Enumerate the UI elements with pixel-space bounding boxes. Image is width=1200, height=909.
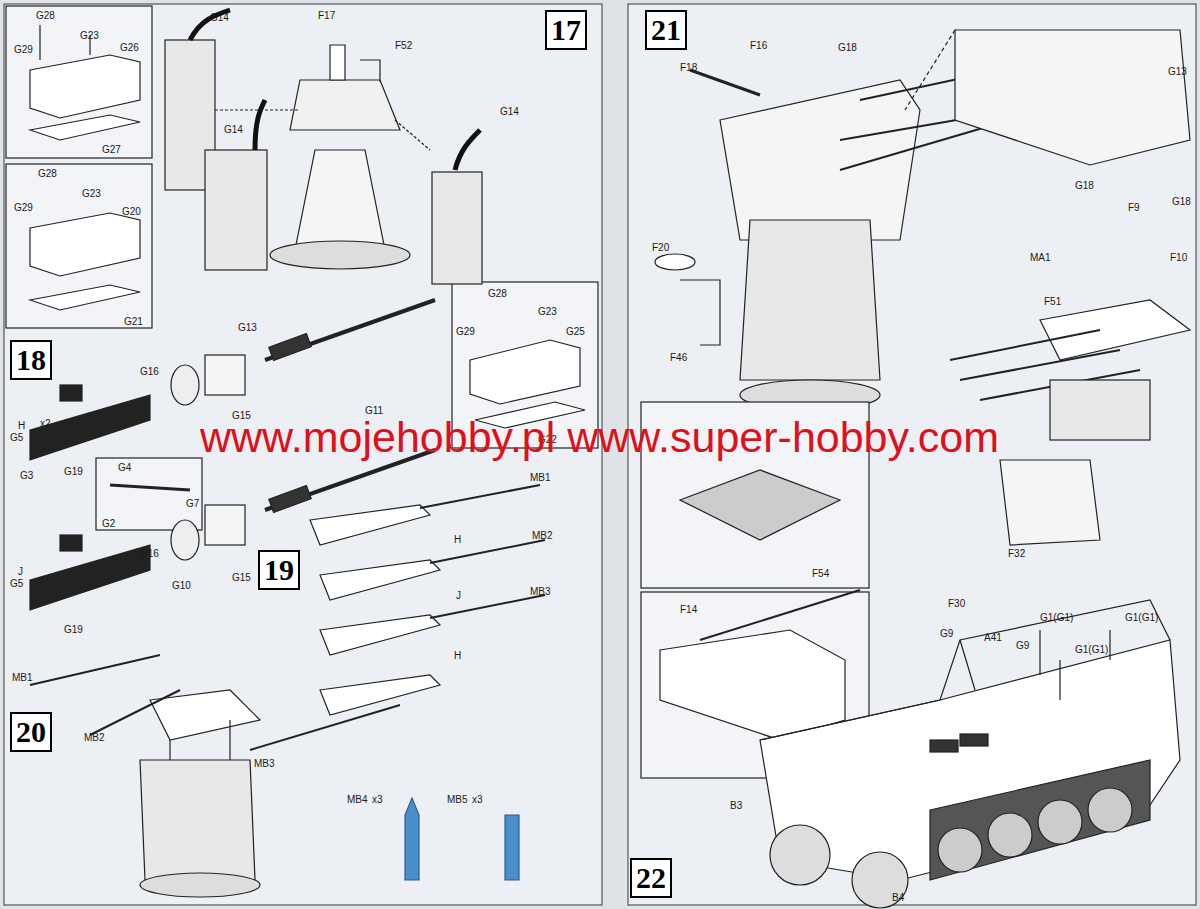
- part-label: G5: [10, 432, 23, 443]
- step-number-box: 21: [645, 10, 687, 50]
- step-number-box: 17: [545, 10, 587, 50]
- part-label: G14: [500, 106, 519, 117]
- step-number-box: 20: [10, 712, 52, 752]
- part-label: G28: [488, 288, 507, 299]
- part-label: G28: [36, 10, 55, 21]
- part-label: H: [454, 650, 461, 661]
- part-label: B4: [892, 892, 904, 903]
- part-label: G1(G1): [1075, 644, 1108, 655]
- part-label: F30: [948, 598, 965, 609]
- part-label: G15: [232, 572, 251, 583]
- part-label: F52: [395, 40, 412, 51]
- part-label: G26: [120, 42, 139, 53]
- part-label: G21: [124, 316, 143, 327]
- part-label: J: [18, 566, 23, 577]
- part-label: x3: [472, 794, 483, 805]
- part-label: x2: [40, 418, 51, 429]
- part-label: G9: [940, 628, 953, 639]
- step-number-box: 18: [10, 340, 52, 380]
- part-label: G5: [10, 578, 23, 589]
- part-label: J: [456, 590, 461, 601]
- part-label: G1(G1): [1125, 612, 1158, 623]
- part-label: G20: [122, 206, 141, 217]
- part-label: F18: [680, 62, 697, 73]
- step-number-box: 19: [258, 550, 300, 590]
- step-number: 18: [16, 345, 46, 375]
- part-label: G27: [102, 144, 121, 155]
- part-label: F51: [1044, 296, 1061, 307]
- part-label: F17: [318, 10, 335, 21]
- part-label: MB3: [530, 586, 551, 597]
- step-number: 20: [16, 717, 46, 747]
- part-label: G25: [566, 326, 585, 337]
- part-label: MB3: [254, 758, 275, 769]
- part-label: H: [454, 534, 461, 545]
- part-label: F46: [670, 352, 687, 363]
- part-label: F32: [1008, 548, 1025, 559]
- part-label: MB5: [447, 794, 468, 805]
- part-label: G16: [140, 548, 159, 559]
- part-label: F9: [1128, 202, 1140, 213]
- part-label: G19: [64, 466, 83, 477]
- part-label: G2: [102, 518, 115, 529]
- part-label: F10: [1170, 252, 1187, 263]
- part-label: G4: [118, 462, 131, 473]
- part-label: G28: [38, 168, 57, 179]
- part-label: x3: [372, 794, 383, 805]
- part-label: G1(G1): [1040, 612, 1073, 623]
- part-label: G18: [838, 42, 857, 53]
- step-number: 22: [636, 863, 666, 893]
- watermark: www.mojehobby.pl www.super-hobby.com: [200, 414, 999, 461]
- part-label: F54: [812, 568, 829, 579]
- part-label: G14: [210, 12, 229, 23]
- part-label: G29: [14, 44, 33, 55]
- part-label: G3: [20, 470, 33, 481]
- step-number: 19: [264, 555, 294, 585]
- part-label: G13: [238, 322, 257, 333]
- part-label: MB2: [532, 530, 553, 541]
- part-label: A41: [984, 632, 1002, 643]
- part-label: G9: [1016, 640, 1029, 651]
- part-label: G14: [224, 124, 243, 135]
- part-label: G23: [82, 188, 101, 199]
- part-label: MB2: [84, 732, 105, 743]
- part-label: G23: [80, 30, 99, 41]
- step-number-box: 22: [630, 858, 672, 898]
- step-number: 17: [551, 15, 581, 45]
- part-label: F20: [652, 242, 669, 253]
- part-label: G10: [172, 580, 191, 591]
- part-label: F16: [750, 40, 767, 51]
- part-label: MA1: [1030, 252, 1051, 263]
- part-label: MB1: [12, 672, 33, 683]
- part-label: MB4: [347, 794, 368, 805]
- part-label: G29: [14, 202, 33, 213]
- part-label: G29: [456, 326, 475, 337]
- part-label: B3: [730, 800, 742, 811]
- part-label: G19: [64, 624, 83, 635]
- part-label: H: [18, 420, 25, 431]
- part-label: MB1: [530, 472, 551, 483]
- part-label: G7: [186, 498, 199, 509]
- part-label: G13: [1168, 66, 1187, 77]
- part-label: G23: [538, 306, 557, 317]
- step-number: 21: [651, 15, 681, 45]
- part-label: F14: [680, 604, 697, 615]
- part-label: G16: [140, 366, 159, 377]
- part-label: G18: [1075, 180, 1094, 191]
- part-label: G18: [1172, 196, 1191, 207]
